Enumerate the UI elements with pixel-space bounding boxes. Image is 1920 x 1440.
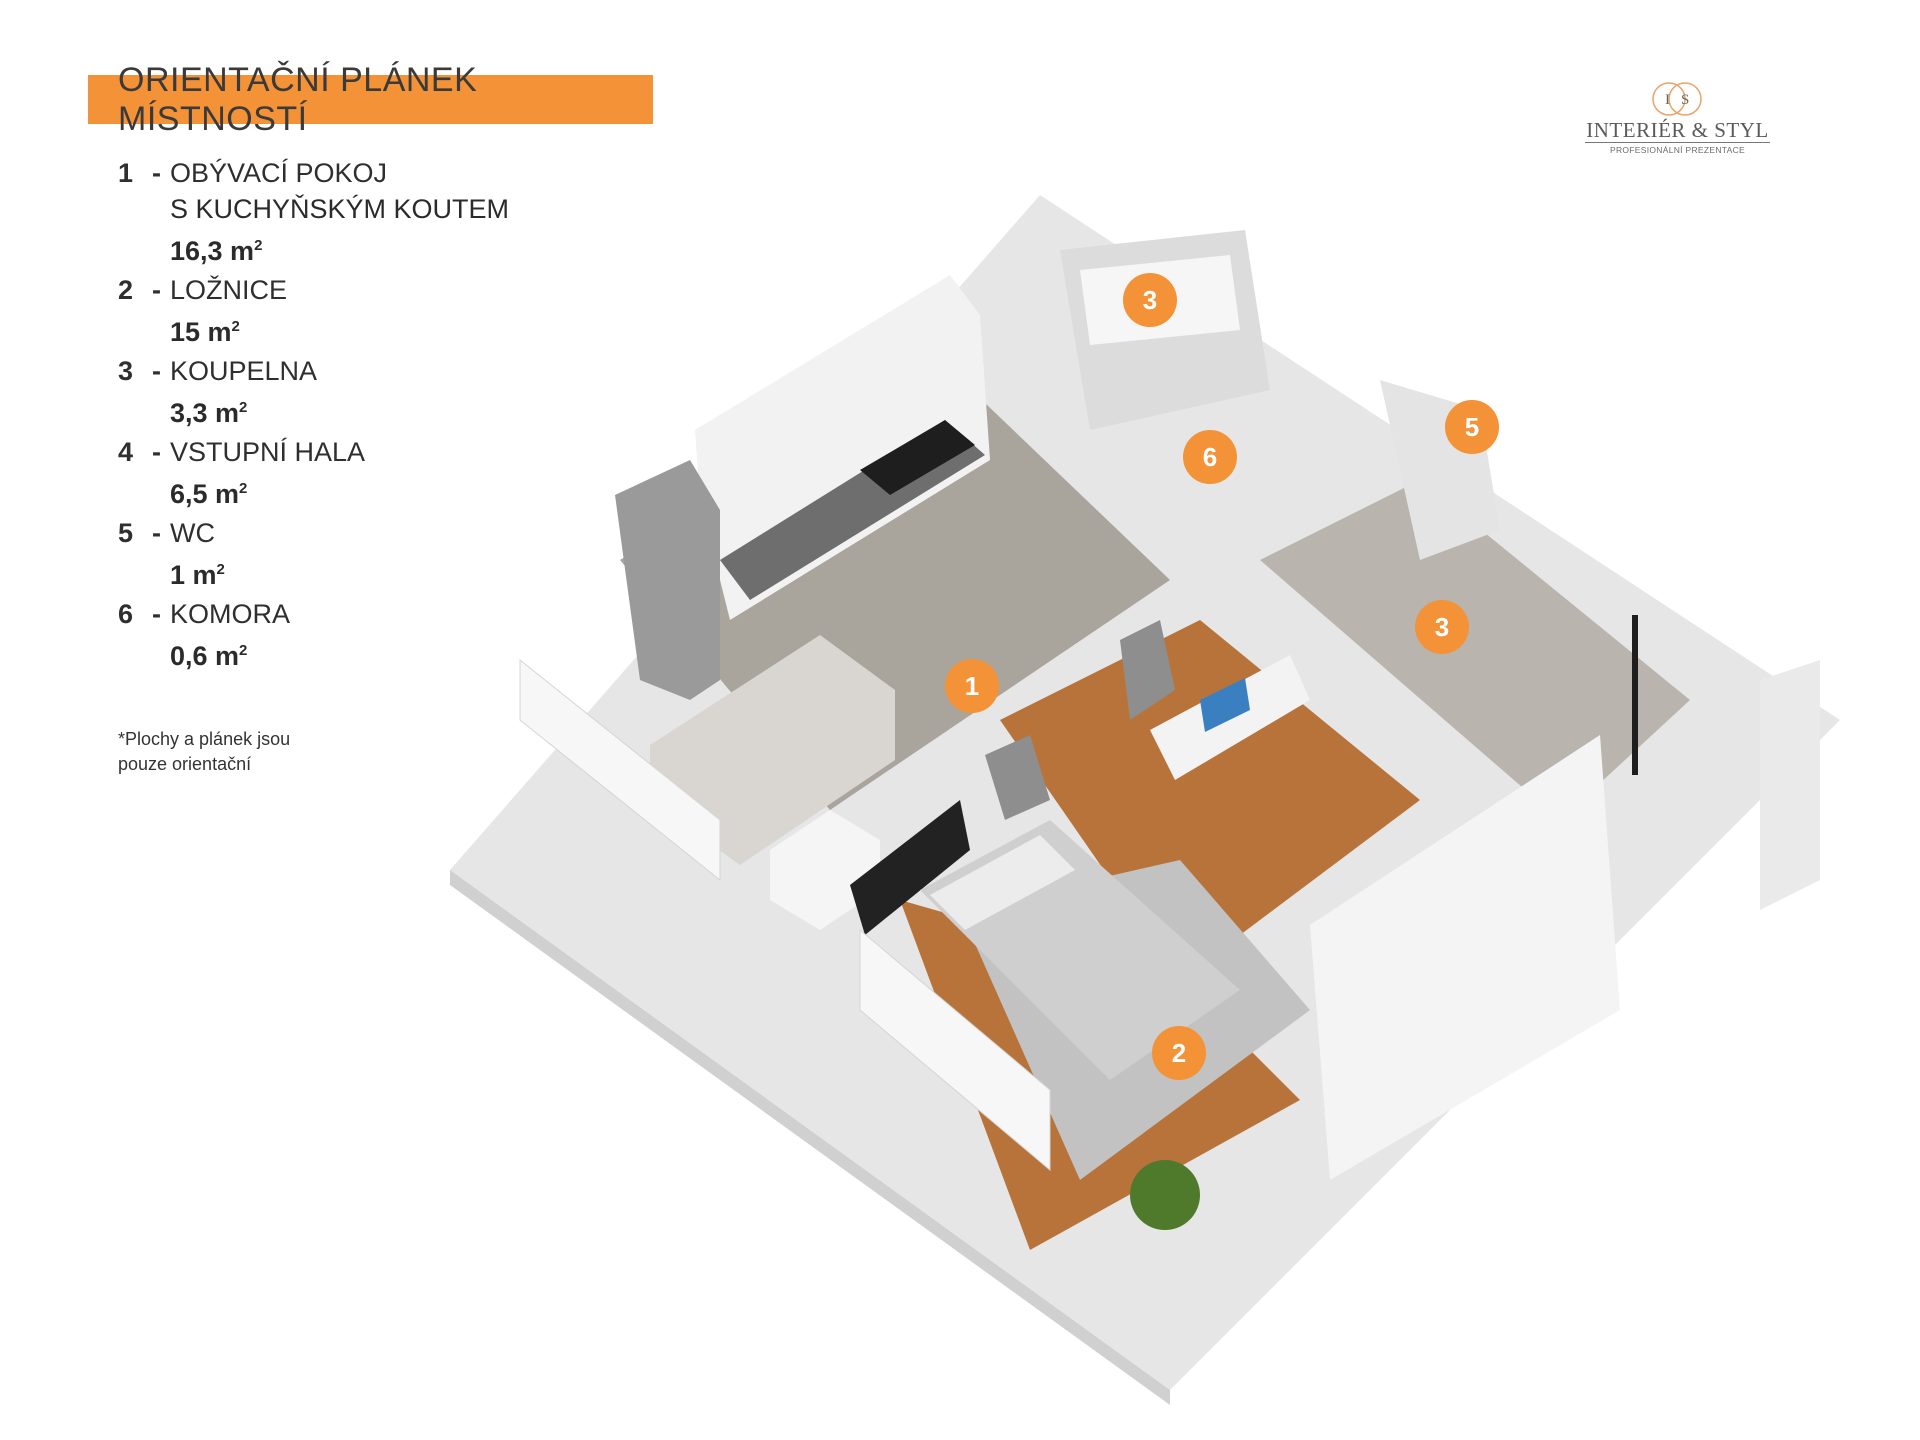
note-line: pouze orientační [118, 754, 252, 774]
legend-item-3: 3 - KOUPELNA 3,3 m2 [118, 353, 598, 432]
legend-room-name: WC [170, 518, 215, 548]
legend-room-name: OBÝVACÍ POKOJ [170, 158, 388, 188]
title-banner: ORIENTAČNÍ PLÁNEK MÍSTNOSTÍ [88, 61, 653, 138]
logo-monogram: I S [1652, 82, 1702, 116]
legend-room-area: 16,3 m2 [170, 236, 263, 266]
legend-number: 2 [118, 275, 134, 305]
svg-text:I: I [1665, 92, 1670, 108]
dining-chair [1120, 620, 1175, 720]
room-legend: 1 - OBÝVACÍ POKOJ S KUCHYŇSKÝM KOUTEM 16… [118, 155, 598, 677]
brand-logo: I S INTERIÉR & STYL PROFESIONÁLNÍ PREZEN… [1585, 80, 1770, 160]
legend-room-area: 0,6 m2 [170, 641, 248, 671]
legend-room-name: KOMORA [170, 599, 291, 629]
legend-item-2: 2 - LOŽNICE 15 m2 [118, 272, 598, 351]
legend-item-5: 5 - WC 1 m2 [118, 515, 598, 594]
cooktop [860, 420, 975, 495]
legend-room-name: LOŽNICE [170, 275, 288, 305]
legend-item-1: 1 - OBÝVACÍ POKOJ S KUCHYŇSKÝM KOUTEM 16… [118, 155, 598, 270]
legend-room-area: 15 m2 [170, 317, 240, 347]
bedroom-floor [1000, 620, 1420, 980]
legend-item-6: 6 - KOMORA 0,6 m2 [118, 596, 598, 675]
legend-room-area: 6,5 m2 [170, 479, 248, 509]
svg-text:3: 3 [1143, 285, 1157, 315]
page-title: ORIENTAČNÍ PLÁNEK MÍSTNOSTÍ [118, 60, 478, 138]
legend-room-area: 3,3 m2 [170, 398, 248, 428]
entrance-door-wall [1760, 660, 1820, 910]
legend-item-4: 4 - VSTUPNÍ HALA 6,5 m2 [118, 434, 598, 513]
legend-number: 4 [118, 437, 134, 467]
room-marker-5: 5 [1445, 400, 1499, 454]
bed-pillows [930, 835, 1075, 930]
svg-text:2: 2 [1172, 1038, 1186, 1068]
hall-floor [1260, 480, 1690, 820]
legend-room-name: VSTUPNÍ HALA [170, 437, 366, 467]
room-marker-1: 1 [945, 659, 999, 713]
legend-dash: - [152, 437, 161, 467]
wardrobe [1310, 735, 1620, 1180]
legend-dash: - [152, 518, 161, 548]
legend-room-name-line2: S KUCHYŇSKÝM KOUTEM [170, 194, 510, 224]
plan-base-side [450, 870, 1170, 1405]
legend-dash: - [152, 599, 161, 629]
window-living [519, 658, 721, 882]
svg-text:6: 6 [1203, 442, 1217, 472]
legend-dash: - [152, 356, 161, 386]
legend-number: 3 [118, 356, 134, 386]
dining-chair-2 [985, 735, 1050, 820]
logo-tagline: PROFESIONÁLNÍ PREZENTACE [1585, 142, 1770, 155]
note-line: *Plochy a plánek jsou [118, 729, 291, 749]
room-marker-3: 3 [1123, 273, 1177, 327]
legend-number: 1 [118, 158, 134, 188]
svg-text:3: 3 [1435, 612, 1449, 642]
tv [850, 800, 970, 935]
legend-dash: - [152, 275, 161, 305]
room-marker-3-hall: 3 [1415, 600, 1469, 654]
window-bedroom [859, 928, 1051, 1172]
sofa [650, 635, 895, 865]
svg-text:1: 1 [965, 671, 979, 701]
legend-number: 6 [118, 599, 134, 629]
coffee-table [770, 810, 880, 930]
plant [1130, 1160, 1200, 1230]
fridge [615, 460, 720, 700]
legend-dash: - [152, 158, 161, 188]
monitor [1200, 678, 1250, 732]
room-marker-6: 6 [1183, 430, 1237, 484]
svg-text:S: S [1681, 92, 1689, 108]
legend-room-area: 1 m2 [170, 560, 225, 590]
legend-number: 5 [118, 518, 134, 548]
logo-name: INTERIÉR & STYL [1586, 118, 1769, 142]
disclaimer-note: *Plochy a plánek jsou pouze orientační [118, 727, 358, 777]
svg-text:5: 5 [1465, 412, 1479, 442]
room-marker-2: 2 [1152, 1026, 1206, 1080]
legend-room-name: KOUPELNA [170, 356, 318, 386]
